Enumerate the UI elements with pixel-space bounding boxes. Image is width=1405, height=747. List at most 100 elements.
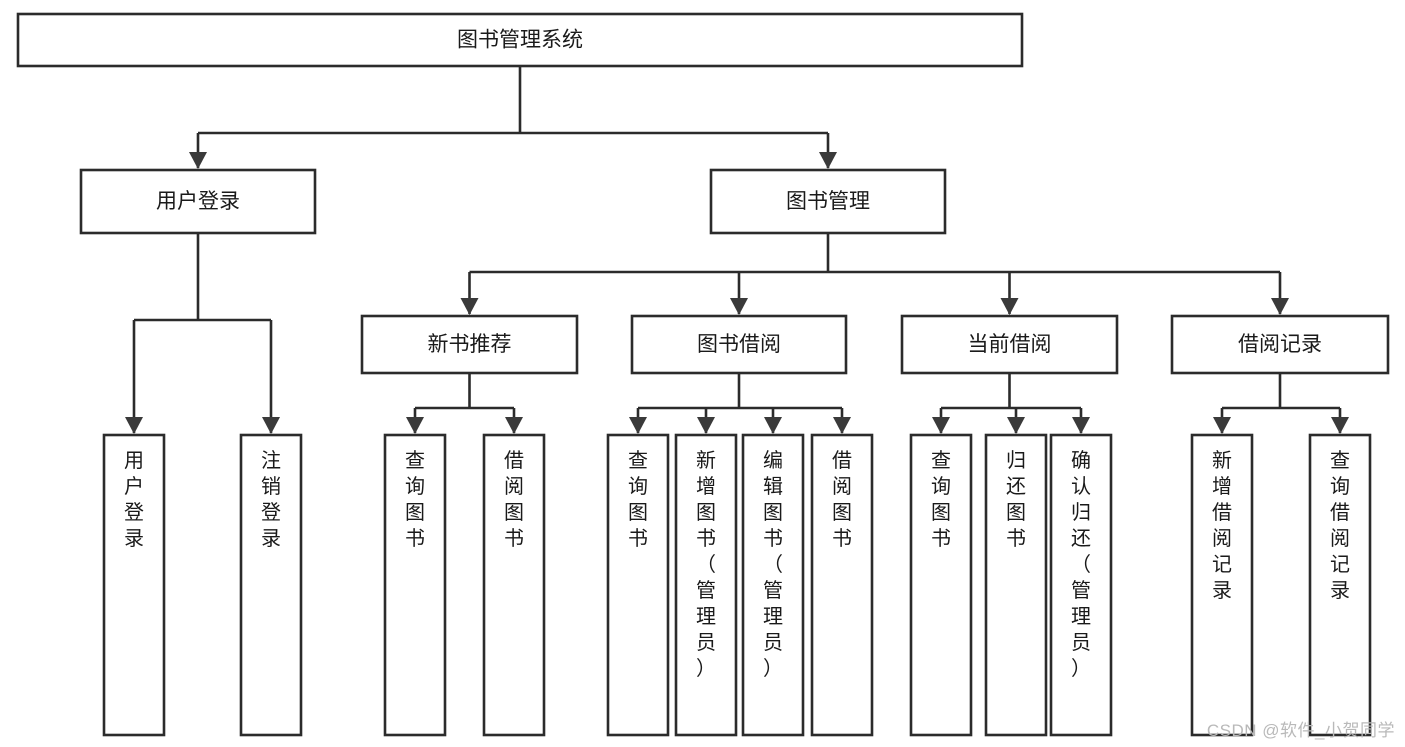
node-box-borrow-record — [1170, 314, 1390, 375]
node-label-char: 编 — [763, 449, 783, 472]
arrow-down-icon — [1271, 298, 1289, 315]
node-new-book-recommend[interactable]: 新书推荐 — [360, 314, 579, 375]
node-label-borrow-record: 借阅记录 — [1238, 333, 1322, 356]
node-label-char: 询 — [1330, 475, 1350, 498]
node-borrow-record[interactable]: 借阅记录 — [1170, 314, 1390, 375]
node-label-char: ） — [1071, 657, 1091, 680]
node-box-root — [16, 12, 1024, 68]
node-label-char: 增 — [696, 475, 716, 498]
node-label-char: 理 — [696, 606, 716, 628]
node-box-book-management — [709, 168, 947, 235]
node-label-char: （ — [1071, 553, 1091, 576]
node-box-leaf-borrow-book — [810, 433, 874, 737]
node-label-char: 图 — [696, 502, 716, 524]
node-label-char: 归 — [1006, 449, 1026, 472]
arrow-down-icon — [764, 417, 782, 434]
node-leaf-user-login[interactable]: 用户登录 — [102, 433, 166, 737]
node-label-char: 书 — [696, 527, 716, 550]
node-label-char: 辑 — [763, 475, 783, 498]
node-box-leaf-user-login — [102, 433, 166, 737]
node-current-borrow[interactable]: 当前借阅 — [900, 314, 1119, 375]
node-label-char: 用 — [124, 450, 144, 472]
arrow-down-icon — [1331, 417, 1349, 434]
node-label-book-management: 图书管理 — [786, 190, 870, 213]
node-label-char: 图 — [405, 502, 425, 524]
node-label-char: 录 — [124, 528, 144, 550]
node-box-leaf-confirm-return-admin — [1049, 433, 1113, 737]
arrow-down-icon — [406, 417, 424, 434]
arrow-down-icon — [1213, 417, 1231, 434]
node-box-book-borrow — [630, 314, 848, 375]
node-label-char: 记 — [1212, 553, 1232, 576]
node-label-char: 图 — [1006, 502, 1026, 524]
node-box-leaf-add-borrow-record — [1190, 433, 1254, 737]
node-label-char: 查 — [628, 449, 648, 472]
node-box-leaf-return-book — [984, 433, 1048, 737]
node-label-char: 确 — [1071, 449, 1091, 472]
node-user-login[interactable]: 用户登录 — [79, 168, 317, 235]
node-label-char: 员 — [696, 632, 716, 654]
node-label-char: 新 — [1212, 449, 1232, 472]
node-label-char: 阅 — [504, 475, 524, 498]
node-label-char: 管 — [1071, 579, 1091, 602]
arrow-down-icon — [697, 417, 715, 434]
node-label-char: 借 — [504, 449, 524, 472]
node-label-root: 图书管理系统 — [457, 29, 583, 52]
node-label-char: 书 — [1006, 527, 1026, 550]
node-label-char: 注 — [261, 449, 281, 472]
node-box-new-book-recommend — [360, 314, 579, 375]
node-label-char: 书 — [504, 527, 524, 550]
arrow-down-icon — [629, 417, 647, 434]
node-label-char: 员 — [1071, 632, 1091, 654]
node-label-char: 录 — [1212, 580, 1232, 602]
arrow-down-icon — [932, 417, 950, 434]
node-label-char: 认 — [1071, 475, 1091, 498]
arrow-down-icon — [505, 417, 523, 434]
node-book-management[interactable]: 图书管理 — [709, 168, 947, 235]
arrow-down-icon — [819, 152, 837, 169]
node-box-leaf-query-book-recommend — [383, 433, 447, 737]
arrow-down-icon — [1000, 298, 1019, 315]
node-label-char: 图 — [832, 502, 852, 524]
node-box-leaf-edit-book-admin — [741, 433, 805, 737]
node-label-char: 图 — [628, 502, 648, 524]
node-label-char: 归 — [1071, 501, 1091, 524]
node-label-char: 录 — [1330, 580, 1350, 602]
node-label-char: 书 — [931, 527, 951, 550]
arrow-down-icon — [125, 417, 143, 434]
node-label-book-borrow: 图书借阅 — [697, 333, 781, 356]
node-label-char: 书 — [763, 527, 783, 550]
node-label-char: 询 — [405, 475, 425, 498]
node-label-new-book-recommend: 新书推荐 — [428, 333, 512, 356]
node-label-char: 借 — [1330, 501, 1350, 524]
node-label-char: （ — [763, 553, 783, 576]
node-label-char: 还 — [1006, 475, 1026, 498]
node-root[interactable]: 图书管理系统 — [16, 12, 1024, 68]
connector-layer — [125, 66, 1349, 434]
node-label-char: （ — [696, 553, 716, 576]
node-label-current-borrow: 当前借阅 — [968, 333, 1052, 356]
arrow-down-icon — [1007, 417, 1025, 434]
node-label-char: 询 — [931, 475, 951, 498]
node-label-char: 记 — [1330, 553, 1350, 576]
node-book-borrow[interactable]: 图书借阅 — [630, 314, 848, 375]
node-label-char: 借 — [832, 449, 852, 472]
node-label-char: 登 — [261, 501, 281, 524]
node-layer: 图书管理系统用户登录图书管理新书推荐图书借阅当前借阅借阅记录用户登录注销登录查询… — [16, 12, 1390, 737]
node-label-char: 图 — [763, 502, 783, 524]
node-label-char: ） — [763, 657, 783, 680]
